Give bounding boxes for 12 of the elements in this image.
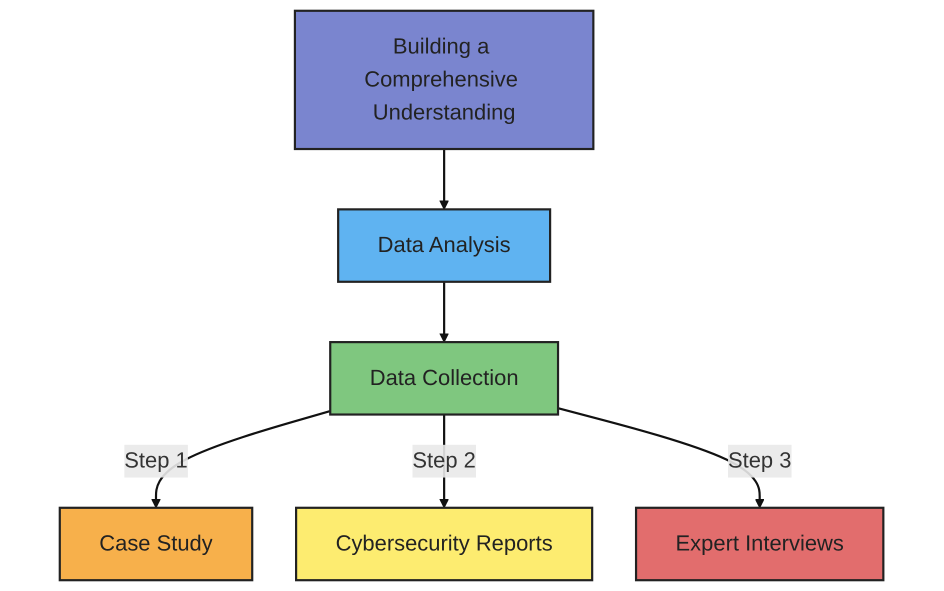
flowchart-drawing: Step 1 Step 2 Step 3 Building a Comprehensive Understanding Data Analysis Data Collection Case Study Cybersecurity Reports Expert Interviews: [51, 2, 893, 589]
edge-label: Step 2: [412, 449, 476, 474]
node-box: [59, 506, 254, 582]
edge-label: Step 3: [728, 449, 792, 474]
node-box: [295, 506, 594, 582]
node-box: [330, 341, 560, 416]
node-box: [338, 208, 552, 283]
arrow: [440, 149, 450, 210]
node-box: [294, 10, 595, 150]
arrow: [440, 282, 450, 343]
edge-label: Step 1: [124, 449, 188, 474]
node-box: [635, 506, 885, 582]
